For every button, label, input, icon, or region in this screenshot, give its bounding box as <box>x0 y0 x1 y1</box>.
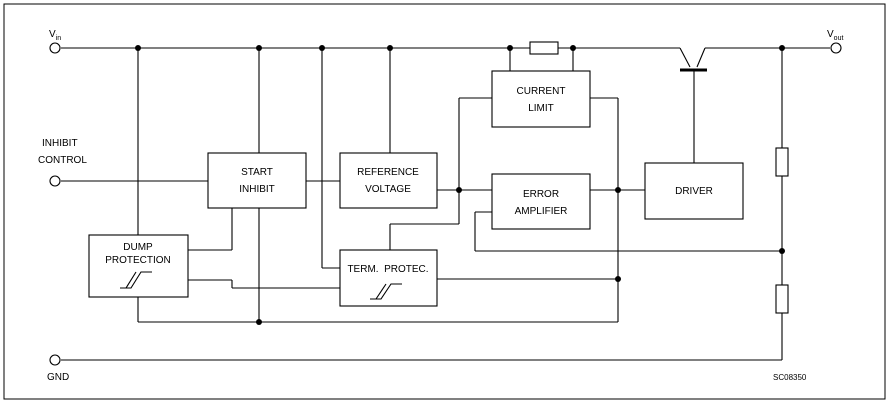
block-reference-voltage: REFERENCE VOLTAGE <box>339 152 438 209</box>
divider-resistor-top <box>775 147 789 177</box>
reference-voltage-label-1: REFERENCE <box>357 167 419 178</box>
divider-resistor-bottom <box>775 284 789 314</box>
figure-code: SC08350 <box>773 373 807 382</box>
current-limit-label-2: LIMIT <box>528 103 554 114</box>
block-dump-protection: DUMP PROTECTION <box>88 234 189 298</box>
error-amplifier-label-2: AMPLIFIER <box>515 206 568 217</box>
diagram-frame <box>3 3 886 400</box>
term-hysteresis-icon <box>370 283 402 300</box>
current-limit-label-1: CURRENT <box>517 86 566 97</box>
gnd-label: GND <box>47 372 69 383</box>
inhibit-label-1: INHIBIT <box>42 138 78 149</box>
start-inhibit-label-1: START <box>241 167 273 178</box>
inhibit-label-2: CONTROL <box>38 155 87 166</box>
block-start-inhibit: START INHIBIT <box>207 152 307 209</box>
driver-label: DRIVER <box>675 186 713 197</box>
dump-protection-label-1: DUMP <box>123 242 153 253</box>
block-term-protec: TERM. PROTEC. <box>339 249 438 307</box>
gnd-terminal <box>49 354 61 366</box>
error-amplifier-label-1: ERROR <box>523 189 559 200</box>
start-inhibit-label-2: INHIBIT <box>239 184 275 195</box>
term-protec-label: TERM. PROTEC. <box>347 264 428 275</box>
dump-protection-label-2: PROTECTION <box>105 255 171 266</box>
term-hysteresis-icon-inner <box>375 283 387 300</box>
dump-hysteresis-icon <box>120 271 152 289</box>
vout-label: Vout <box>827 29 843 42</box>
inhibit-terminal <box>49 175 61 187</box>
vout-terminal <box>830 42 842 54</box>
vin-terminal <box>49 42 61 54</box>
vin-label: Vin <box>49 29 61 42</box>
transistor-emitter <box>696 47 706 68</box>
transistor-collector <box>679 47 691 68</box>
dump-hysteresis-icon-inner <box>125 271 137 289</box>
block-driver: DRIVER <box>644 162 744 220</box>
reference-voltage-label-2: VOLTAGE <box>365 184 411 195</box>
sense-resistor <box>529 41 559 55</box>
wires <box>61 47 830 361</box>
block-error-amplifier: ERROR AMPLIFIER <box>491 173 591 230</box>
block-current-limit: CURRENT LIMIT <box>491 70 591 128</box>
junctions <box>135 45 785 325</box>
